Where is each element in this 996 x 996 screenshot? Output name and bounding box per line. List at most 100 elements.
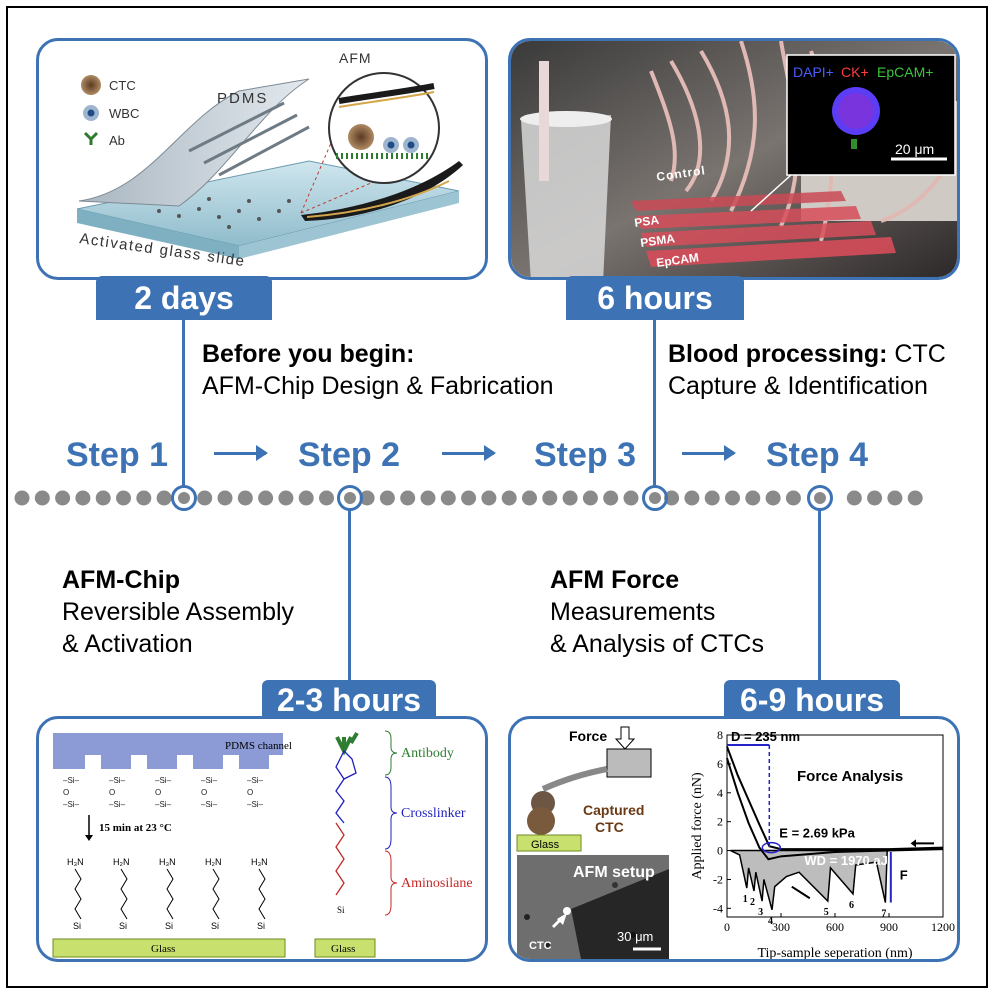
- peak-label-3: 3: [758, 907, 763, 918]
- peak-label-2: 2: [750, 897, 755, 908]
- x-tick-label: 0: [724, 920, 730, 934]
- timeline-dot: [887, 490, 903, 506]
- before-you-begin-text: Before you begin: AFM-Chip Design & Fabr…: [202, 338, 554, 402]
- svg-text:–Si–: –Si–: [155, 776, 172, 785]
- svg-text:–Si–: –Si–: [109, 776, 126, 785]
- svg-text:–Si–: –Si–: [201, 800, 218, 809]
- channel-control: Control: [655, 163, 706, 184]
- pdms-label: PDMS: [217, 90, 268, 107]
- svg-text:–Si–: –Si–: [109, 800, 126, 809]
- peak-label-7: 7: [881, 909, 886, 920]
- y-tick-label: 0: [717, 844, 723, 858]
- connector-step1: [182, 320, 185, 486]
- step-1-label: Step 1: [66, 436, 169, 474]
- svg-text:H₃N: H₃N: [159, 857, 176, 867]
- channel-psma: PSMA: [639, 231, 676, 250]
- captured-ctc-label: CTC: [595, 819, 624, 835]
- peak-label-4: 4: [768, 916, 773, 927]
- timeline-dot: [440, 490, 456, 506]
- svg-text:H₂N: H₂N: [113, 857, 130, 867]
- timeline-dot: [461, 490, 477, 506]
- e-marker: [761, 841, 782, 854]
- channel-psa: PSA: [633, 213, 660, 230]
- timeline-dot: [765, 490, 781, 506]
- svg-text:Si: Si: [73, 921, 81, 931]
- inset-epcam-label: EpCAM+: [877, 64, 933, 80]
- timeline-dot: [481, 490, 497, 506]
- force-line3: & Analysis of CTCs: [550, 630, 764, 658]
- timeline-dot: [14, 490, 30, 506]
- svg-text:–Si–: –Si–: [247, 776, 264, 785]
- aminosilane-label: Aminosilane: [401, 876, 473, 891]
- timeline-dot: [846, 490, 862, 506]
- timeline-dot: [867, 490, 883, 506]
- timeline-dot: [623, 490, 639, 506]
- y-tick-label: 8: [717, 728, 723, 742]
- timeline-dot: [197, 490, 213, 506]
- timeline-dot: [34, 490, 50, 506]
- legend-ab: Ab: [109, 133, 125, 148]
- timeline-dot: [501, 490, 517, 506]
- retract-curve: [726, 757, 944, 861]
- svg-text:–Si–: –Si–: [247, 800, 264, 809]
- force-line2: Measurements: [550, 598, 716, 626]
- arrow-3-4: [682, 445, 736, 461]
- svg-text:–Si–: –Si–: [201, 776, 218, 785]
- svg-text:H₃N: H₃N: [67, 857, 84, 867]
- svg-text:O: O: [201, 788, 207, 797]
- crosslinker-label: Crosslinker: [401, 806, 466, 821]
- arrow-1-2: [214, 445, 268, 461]
- connector-step3: [653, 320, 656, 486]
- timeline-dot: [664, 490, 680, 506]
- y-tick-label: 2: [717, 815, 723, 829]
- svg-text:Si: Si: [165, 921, 173, 931]
- retract-direction-arrow: [791, 885, 811, 900]
- timeline-dot: [684, 490, 700, 506]
- peak-label-6: 6: [849, 900, 854, 911]
- connector-step4: [818, 510, 821, 686]
- y-tick-label: 6: [717, 757, 723, 771]
- svg-text:Si: Si: [211, 921, 219, 931]
- x-tick-label: 900: [880, 920, 898, 934]
- timeline-dots: [14, 490, 923, 506]
- outer-frame: [6, 6, 988, 988]
- afm-setup-label: AFM setup: [573, 864, 655, 881]
- blood-rest2: Capture & Identification: [668, 372, 928, 400]
- chip-line3: & Activation: [62, 630, 193, 658]
- y-tick-label: 4: [717, 786, 723, 800]
- inset-dapi-label: DAPI+: [793, 64, 834, 80]
- panel-force-measurement: Force Glass Captured CTC AFM setup 30 μm…: [508, 716, 960, 962]
- svg-text:Si: Si: [257, 921, 265, 931]
- wd-annotation: WD = 1970 aJ: [804, 853, 887, 868]
- captured-label: Captured: [583, 802, 644, 818]
- timeline-dot: [542, 490, 558, 506]
- connector-step2: [348, 510, 351, 686]
- timeline-dot: [704, 490, 720, 506]
- glass-label-right: Glass: [331, 943, 355, 955]
- arrow-2-3: [442, 445, 496, 461]
- blood-processing-text: Blood processing: CTC Capture & Identifi…: [668, 338, 946, 402]
- panel-surface-chemistry: PDMS channel –Si–O–Si– –Si–O–Si– –Si–O–S…: [36, 716, 488, 962]
- svg-text:H₃N: H₃N: [251, 857, 268, 867]
- peak-label-5: 5: [824, 907, 829, 918]
- timeline-dot: [562, 490, 578, 506]
- legend-ctc: CTC: [109, 78, 136, 93]
- timeline-dot: [420, 490, 436, 506]
- timeline-dot: [745, 490, 761, 506]
- timeline-dot: [379, 490, 395, 506]
- svg-text:–Si–: –Si–: [63, 776, 80, 785]
- timeline-dot: [582, 490, 598, 506]
- antibody-label: Antibody: [401, 746, 454, 761]
- svg-text:Si: Si: [119, 921, 127, 931]
- before-bold: Before you begin:: [202, 340, 415, 368]
- timeline-dot: [95, 490, 111, 506]
- scale-30-label: 30 μm: [617, 929, 653, 944]
- timeline-node-1: [171, 485, 197, 511]
- d-annotation: D = 235 nm: [731, 729, 800, 744]
- timeline-dot: [217, 490, 233, 506]
- timeline-dot: [359, 490, 375, 506]
- glass-label-afm: Glass: [531, 839, 560, 851]
- svg-text:O: O: [63, 788, 69, 797]
- timeline-dot: [75, 490, 91, 506]
